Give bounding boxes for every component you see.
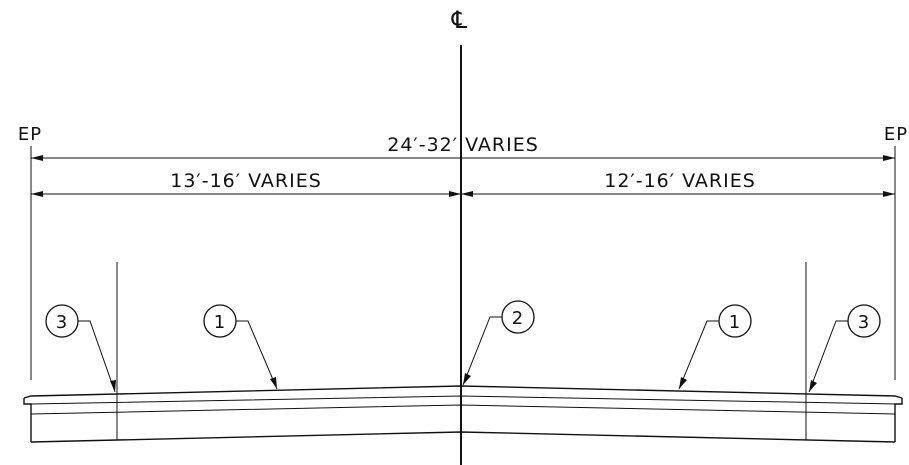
- callout-1-right: 1: [678, 304, 752, 390]
- centerline-symbol: ℄: [451, 6, 468, 34]
- overall-width-dimension: [31, 155, 895, 161]
- svg-text:1: 1: [729, 312, 741, 333]
- overall-width-label: 24′-32′ VARIES: [387, 134, 539, 156]
- svg-text:2: 2: [512, 308, 524, 329]
- right-width-label: 12′-16′ VARIES: [604, 170, 756, 192]
- callout-3-left: 3: [45, 304, 116, 393]
- right-width-dimension: [461, 191, 895, 197]
- callout-1-left: 1: [203, 304, 278, 390]
- callout-2-center: 2: [462, 300, 535, 386]
- callout-3-right: 3: [808, 304, 881, 393]
- svg-text:1: 1: [214, 312, 226, 333]
- svg-text:3: 3: [858, 312, 870, 333]
- left-width-dimension: [31, 191, 461, 197]
- svg-text:3: 3: [56, 312, 68, 333]
- pavement-section: [23, 385, 903, 443]
- left-ep-label: EP: [18, 124, 42, 145]
- right-ep-label: EP: [884, 124, 908, 145]
- left-width-label: 13′-16′ VARIES: [170, 170, 322, 192]
